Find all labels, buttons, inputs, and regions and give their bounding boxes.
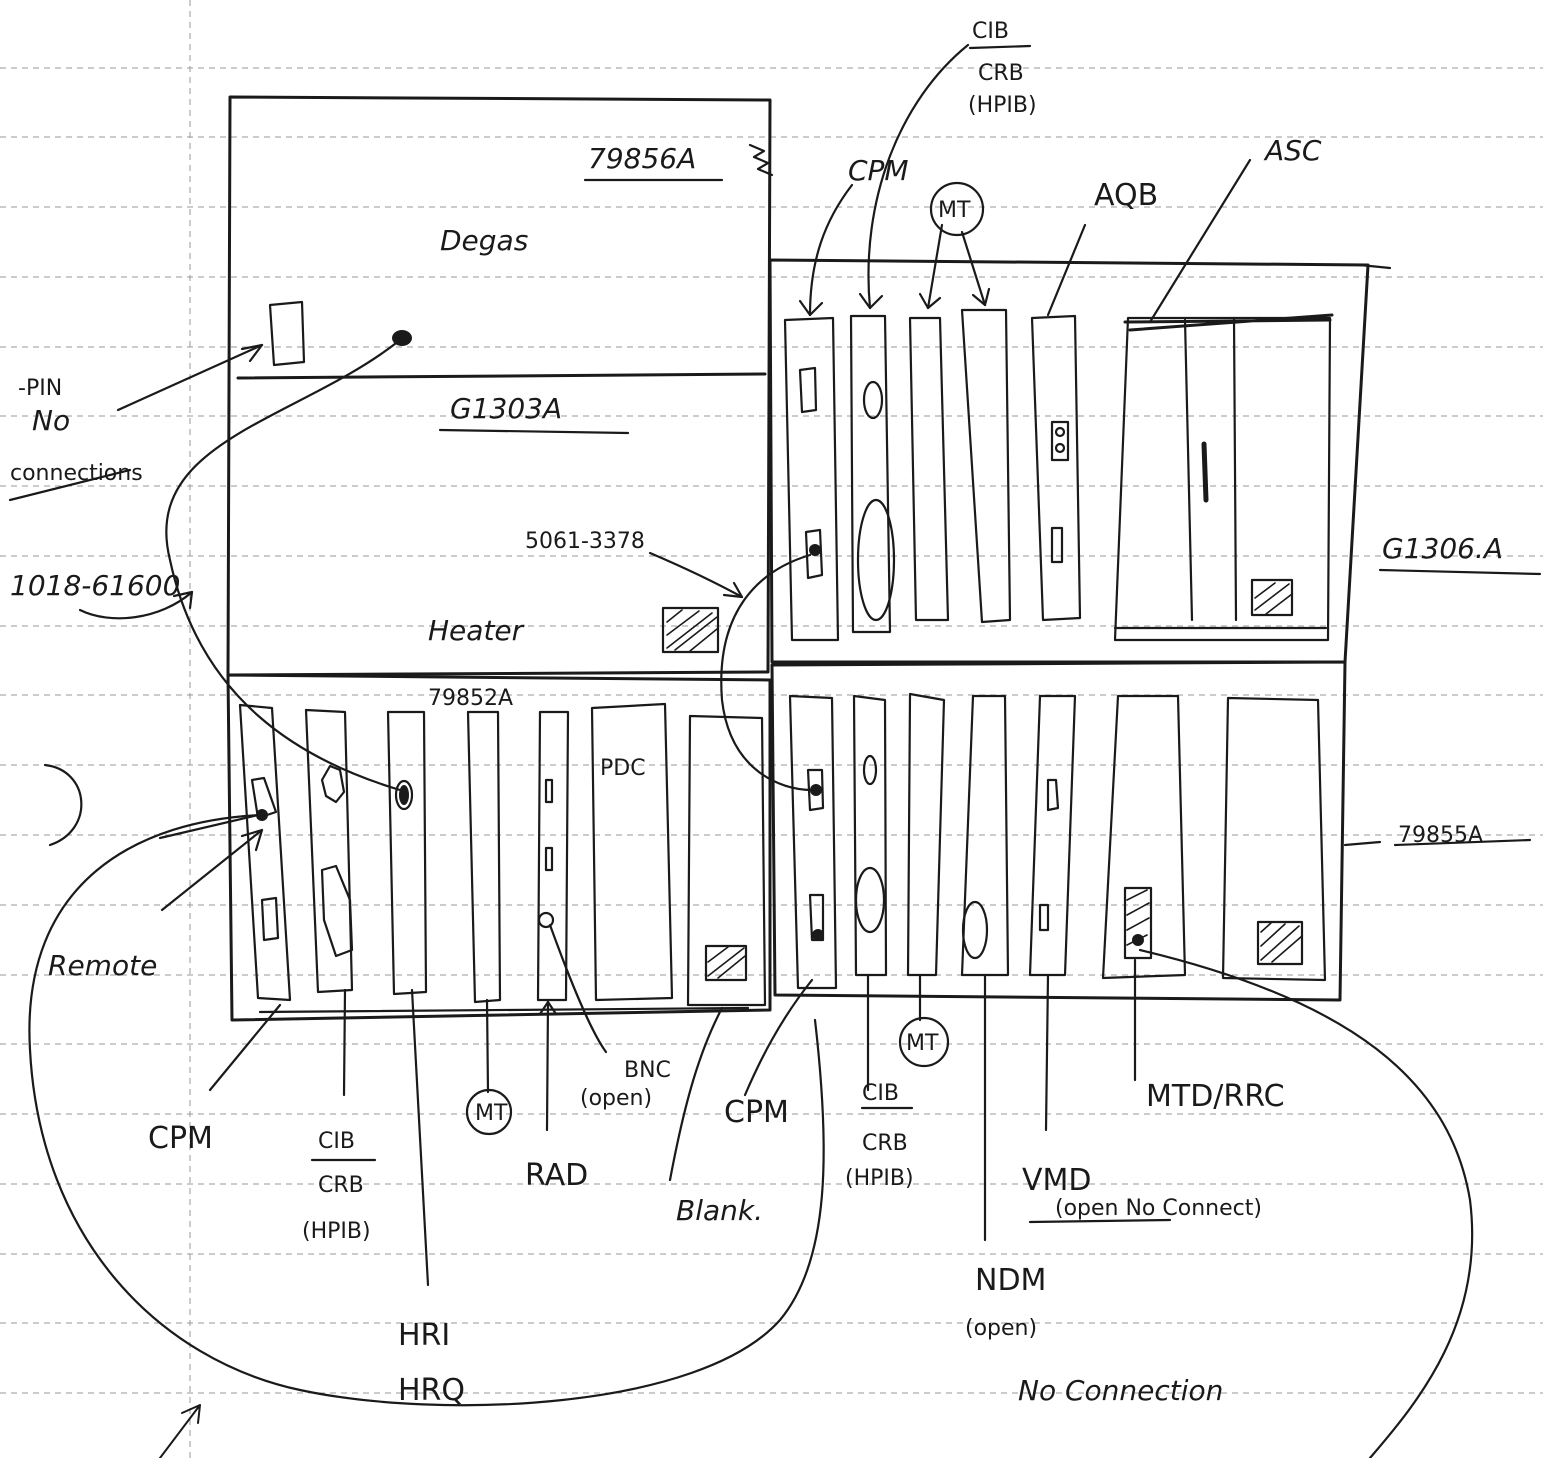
label-1018-61600: 1018-61600	[10, 569, 180, 602]
left-upper-module	[116, 95, 774, 677]
label-bottom-rad: RAD	[525, 1158, 588, 1193]
label-g1306a: G1306.A	[1382, 532, 1503, 565]
label-degas: Degas	[440, 224, 528, 257]
label-bottom-ndm-open: (open)	[965, 1316, 1037, 1341]
left-lower-module	[158, 673, 772, 1022]
label-bottom-no-connection: No Connection	[1018, 1374, 1223, 1407]
label-top-asc: ASC	[1263, 134, 1322, 167]
label-bottom-crb-left: CRB	[318, 1173, 364, 1198]
label-bottom-mtd-rrc: MTD/RRC	[1146, 1079, 1285, 1114]
label-bottom-vmd: VMD	[1022, 1163, 1092, 1198]
pin-note-line1: -PIN	[18, 376, 62, 401]
label-bottom-cpm-mid: CPM	[724, 1095, 789, 1130]
label-bottom-bnc-open: (open)	[580, 1086, 652, 1111]
label-pdc: PDC	[600, 756, 646, 781]
label-bottom-cib-left: CIB	[318, 1129, 355, 1154]
label-top-mt: MT	[938, 198, 971, 223]
label-top-cpm: CPM	[848, 154, 909, 187]
label-bottom-bnc: BNC	[624, 1058, 671, 1083]
label-bottom-crb-right: CRB	[862, 1131, 908, 1156]
label-79852a: 79852A	[428, 686, 513, 711]
bottom-leaders	[159, 923, 1172, 1458]
pin-note-line3: connections	[10, 461, 143, 486]
label-79856a: 79856A	[588, 142, 696, 175]
label-bottom-ndm: NDM	[975, 1263, 1046, 1298]
label-bottom-cpm-left: CPM	[148, 1121, 213, 1156]
margin-hole-arc	[43, 763, 83, 847]
label-top-cib: CIB	[972, 19, 1009, 44]
right-lower-module	[770, 660, 1532, 1002]
label-top-crb: CRB	[978, 61, 1024, 86]
label-g1303a: G1303A	[450, 392, 562, 425]
label-bottom-hrq: HRQ	[398, 1373, 465, 1408]
label-79855a: 79855A	[1398, 823, 1483, 848]
top-leaders	[8, 43, 1252, 620]
label-top-hpib: (HPIB)	[968, 93, 1037, 118]
pin-note-line2: No	[32, 404, 70, 437]
label-bottom-blank: Blank.	[676, 1194, 763, 1227]
cables	[28, 330, 1474, 1458]
label-bottom-mt-left: MT	[475, 1101, 508, 1126]
label-bottom-hri: HRI	[398, 1318, 450, 1353]
label-bottom-hpib-left: (HPIB)	[302, 1219, 371, 1244]
label-bottom-cib-right: CIB	[862, 1081, 899, 1106]
right-upper-module	[768, 258, 1542, 664]
label-bottom-hpib-right: (HPIB)	[845, 1166, 914, 1191]
label-top-aqb: AQB	[1094, 178, 1158, 213]
label-bottom-vmd-note: (open No Connect)	[1055, 1196, 1262, 1221]
label-bottom-mt-right: MT	[906, 1031, 939, 1056]
label-heater: Heater	[428, 614, 525, 647]
label-5061-3378: 5061-3378	[525, 529, 645, 554]
label-remote: Remote	[48, 949, 157, 982]
